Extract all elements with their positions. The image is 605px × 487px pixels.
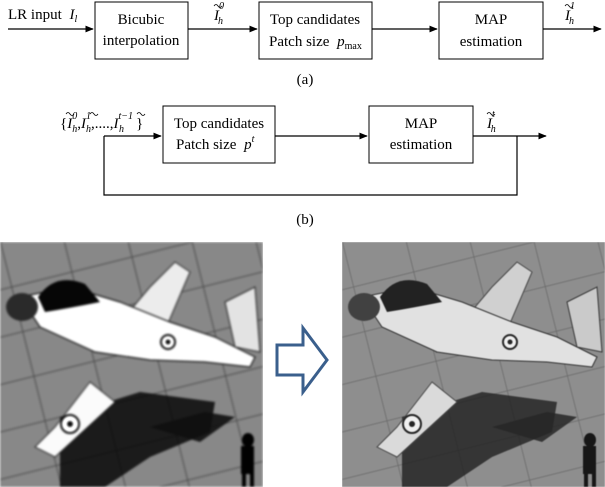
map-line2-a: estimation <box>460 34 523 50</box>
tilde-marks <box>65 112 146 116</box>
tilde-mark <box>486 112 496 116</box>
right-arrow-outline-icon <box>275 323 329 397</box>
map-box-a <box>438 1 544 60</box>
map-line1-a: MAP <box>475 12 508 28</box>
top-candidates-line1-a: Top candidates <box>270 12 360 28</box>
map-line1-b: MAP <box>405 116 438 132</box>
feedback-loop <box>103 136 518 196</box>
caption-a: (a) <box>297 72 314 88</box>
photo-low-resolution <box>0 242 263 487</box>
tilde-mark <box>213 4 223 8</box>
patch-size-label-a: Patch size pmax <box>269 34 362 52</box>
map-box-b <box>368 105 474 164</box>
bicubic-box <box>94 1 189 60</box>
photo-high-resolution <box>342 242 605 487</box>
top-candidates-line1-b: Top candidates <box>174 116 264 132</box>
patch-size-label-b: Patch size pt <box>176 134 255 153</box>
caption-b: (b) <box>296 212 314 228</box>
bicubic-line1: Bicubic <box>118 12 165 28</box>
bicubic-line2: interpolation <box>103 33 180 49</box>
lr-input-label: LR input Il <box>8 7 78 25</box>
top-candidates-box-b <box>162 105 276 164</box>
map-line2-b: estimation <box>390 137 453 153</box>
tilde-mark <box>564 4 574 8</box>
top-candidates-box-a <box>258 1 373 60</box>
